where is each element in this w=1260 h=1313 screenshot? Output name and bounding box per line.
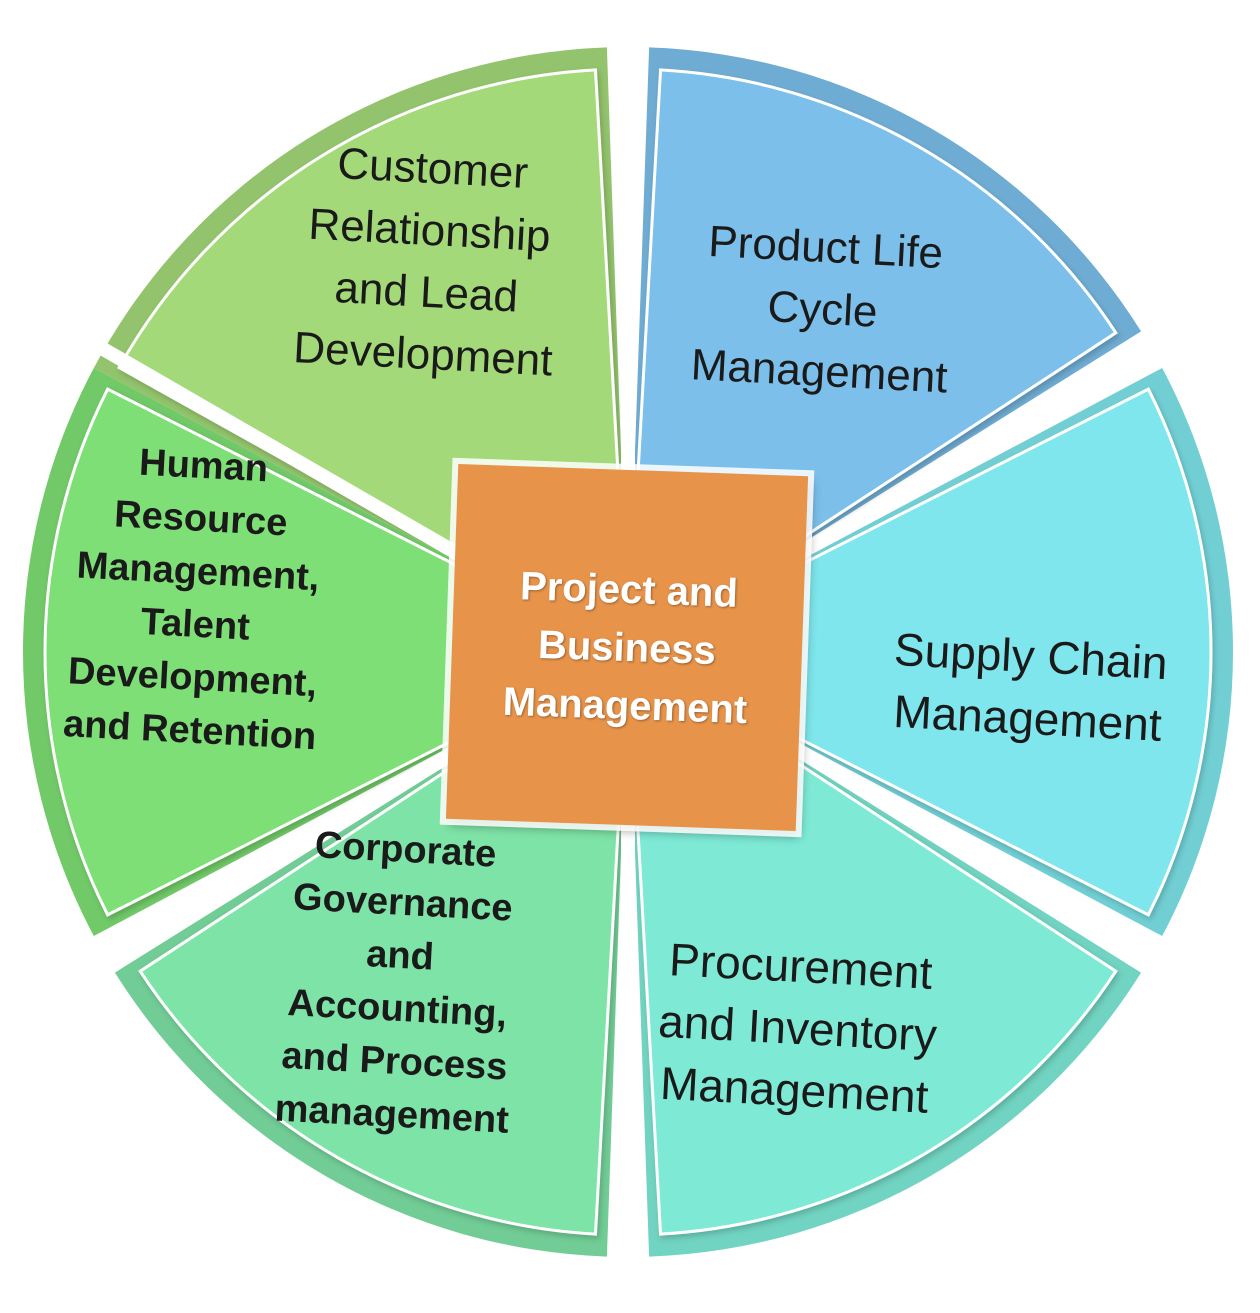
segment-label-line: Corporate: [314, 824, 498, 875]
segment-label-line: and Lead: [333, 263, 519, 322]
center-box: Project and Business Management: [445, 464, 809, 831]
segment-label-human-resource: HumanResourceManagement,TalentDevelopmen…: [62, 438, 331, 758]
segment-label-line: Customer: [336, 139, 529, 198]
segment-label-line: and: [365, 933, 435, 978]
segment-label-customer-relationship: CustomerRelationshipand LeadDevelopment: [292, 137, 563, 385]
segment-label-line: Resource: [113, 493, 288, 544]
segment-label-procurement-inventory: Procurementand InventoryManagement: [654, 933, 942, 1123]
segment-label-line: Talent: [140, 601, 251, 649]
segment-label-line: Human: [138, 442, 269, 491]
segment-label-line: Cycle: [766, 282, 878, 337]
center-label: Project and Business Management: [502, 563, 748, 732]
